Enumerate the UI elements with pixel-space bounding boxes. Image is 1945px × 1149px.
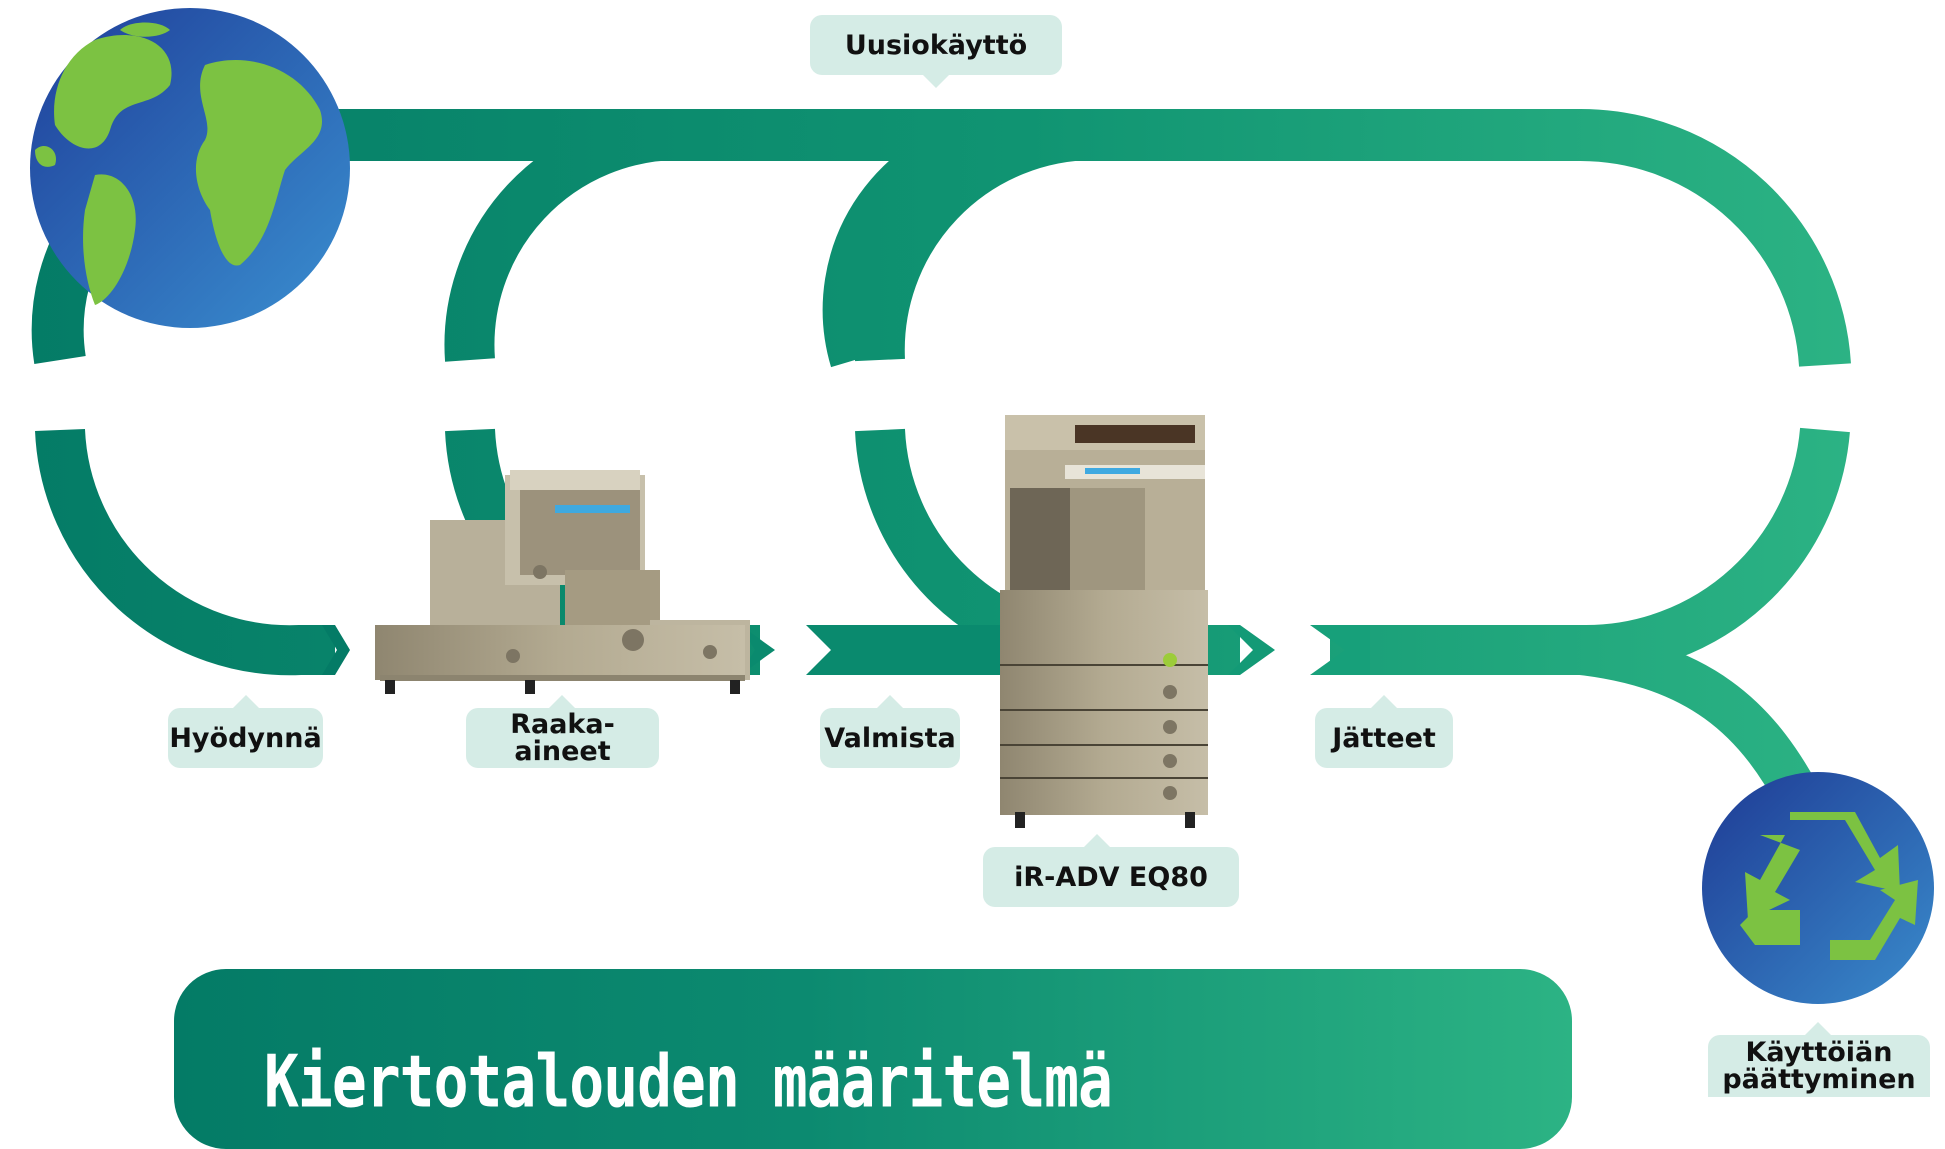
end-of-life-flow-path: [1330, 627, 1826, 821]
label-product-text: iR-ADV EQ80: [1014, 861, 1208, 893]
flow-chevron: [1310, 625, 1370, 675]
circular-economy-diagram: Uusiokäyttö Hyödynnä Raaka- aineet Valmi…: [30, 8, 1934, 1149]
label-raw-materials: Raaka- aineet: [466, 695, 659, 768]
waste-return-path: [1330, 427, 1850, 676]
utilize-flow-path: [35, 428, 335, 676]
printer-icon: [1000, 415, 1208, 828]
label-waste: Jätteet: [1315, 695, 1453, 768]
flow-chevron: [806, 625, 1030, 675]
recycle-icon: [1702, 772, 1934, 1004]
label-utilize: Hyödynnä: [168, 695, 323, 768]
label-manufacture-text: Valmista: [824, 722, 956, 754]
label-end-of-life-text: Käyttöiän päättyminen: [1722, 1037, 1916, 1095]
label-raw-materials-text: Raaka- aineet: [510, 709, 615, 767]
label-product: iR-ADV EQ80: [983, 834, 1239, 907]
label-end-of-life: Käyttöiän päättyminen: [1708, 1022, 1930, 1097]
label-utilize-text: Hyödynnä: [169, 722, 322, 754]
label-manufacture: Valmista: [820, 695, 960, 768]
flow-diagram: [30, 8, 1934, 1004]
globe-icon: [30, 8, 350, 328]
printer-icon: [375, 470, 750, 694]
flow-chevron: [322, 625, 350, 675]
repair-flow-path: [854, 109, 1580, 362]
flow-chevron: [1228, 625, 1275, 675]
label-waste-text: Jätteet: [1332, 722, 1436, 754]
footer-title: Kiertotalouden määritelmä: [264, 1039, 1113, 1124]
label-reuse: Uusiokäyttö: [810, 15, 1062, 88]
label-reuse-text: Uusiokäyttö: [844, 29, 1028, 61]
footer-banner: Kiertotalouden määritelmä: [174, 969, 1572, 1149]
